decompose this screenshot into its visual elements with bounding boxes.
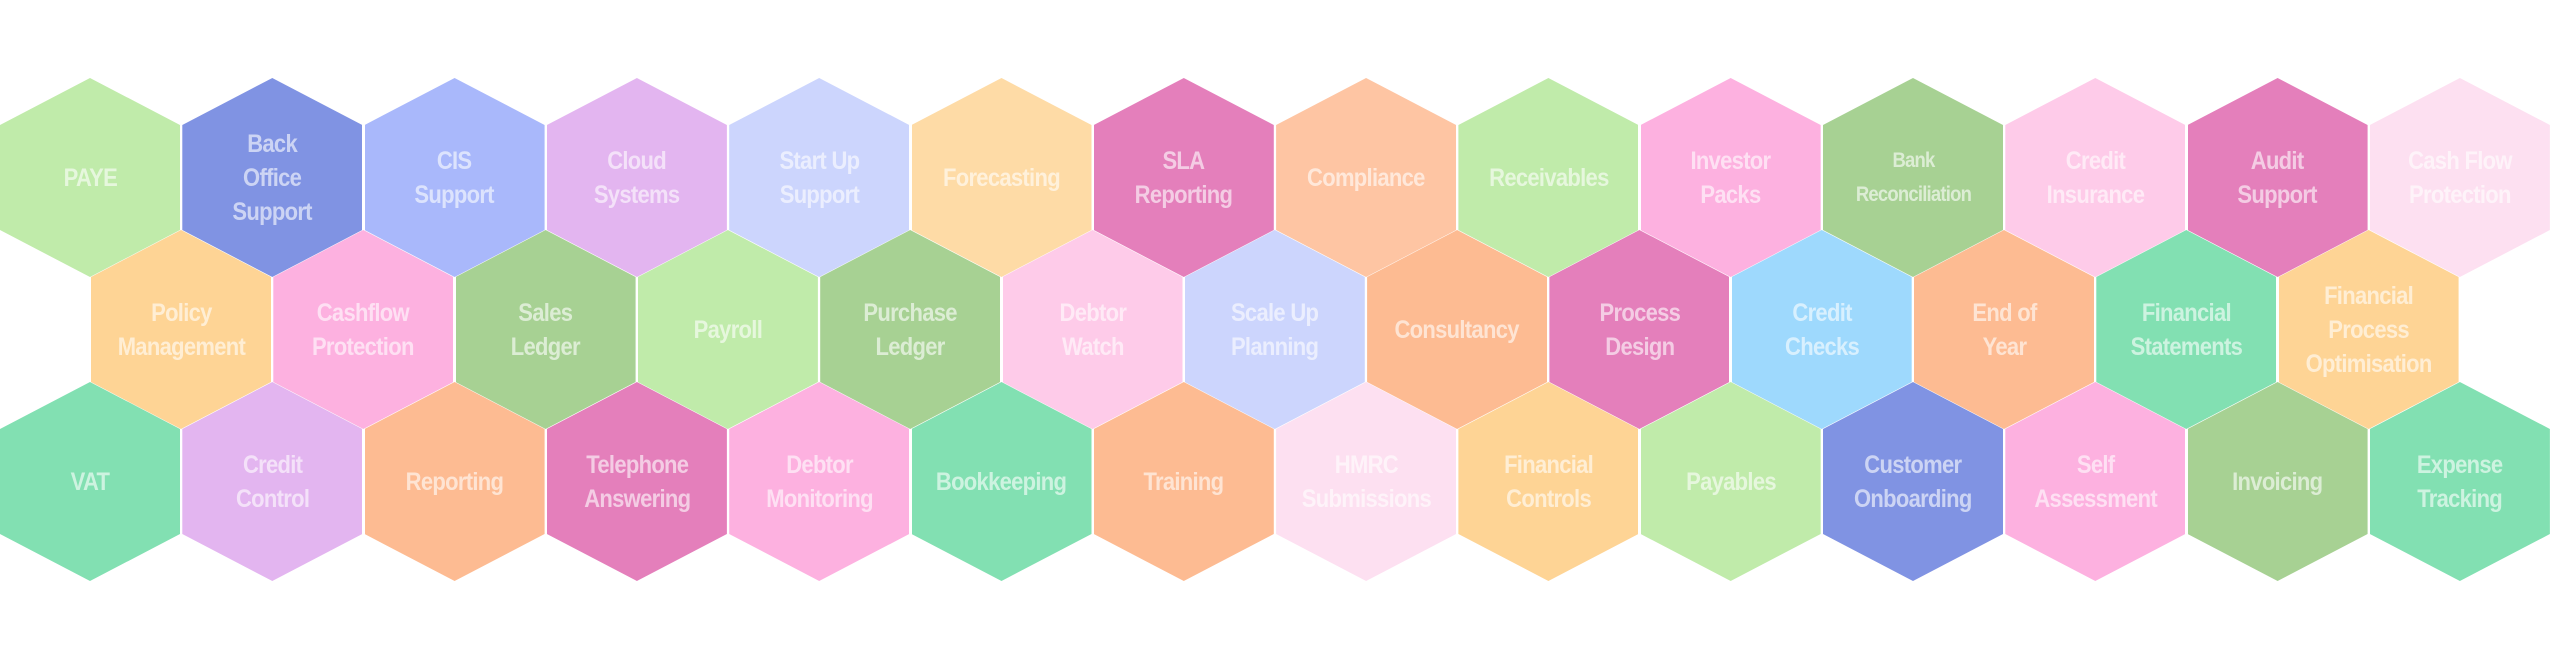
service-hexagon[interactable]: Bookkeeping [911,382,1092,581]
service-label: Financial Process Optimisation [2305,281,2433,378]
service-label: HMRC Submissions [1301,450,1431,513]
service-label: Debtor Watch [1059,298,1126,361]
service-label: CIS Support [414,146,495,209]
service-label: VAT [70,467,110,496]
service-label: Start Up Support [779,146,860,209]
service-label: Policy Management [117,298,245,361]
service-label: Forecasting [943,163,1061,192]
service-label: Audit Support [2237,146,2318,209]
service-hexagon[interactable]: Reporting [364,382,545,581]
service-hexagon[interactable]: Credit Control [182,382,363,581]
service-label: Investor Packs [1690,146,1772,209]
service-hexagon[interactable]: Sales Ledger [455,230,636,429]
service-hexagon[interactable]: Customer Onboarding [1823,382,2003,581]
service-label: Payables [1685,467,1776,496]
service-label: Credit Control [235,450,310,513]
service-hexagon[interactable]: Payroll [637,230,818,429]
service-hexagon[interactable]: SLA Reporting [1093,78,1274,277]
service-label: Process Design [1599,298,1680,361]
service-label: Payroll [693,315,763,344]
service-hexagon[interactable]: Investor Packs [1640,78,1821,277]
service-hexagon[interactable]: Cash Flow Protection [2369,78,2550,277]
service-label: Customer Onboarding [1854,450,1972,513]
service-label: Cloud Systems [594,146,680,209]
service-label: Cash Flow Protection [2408,146,2512,209]
service-label: Debtor Monitoring [765,450,873,513]
service-label: Back Office Support [232,129,313,226]
service-hexagon[interactable]: Scale Up Planning [1184,230,1365,429]
service-hexagon[interactable]: Payables [1640,382,1821,581]
service-hexagon[interactable]: Cashflow Protection [273,230,454,429]
service-hexagon[interactable]: Process Design [1549,230,1730,429]
service-label: Financial Controls [1503,450,1594,513]
service-hexagon[interactable]: CIS Support [364,78,545,277]
service-hexagon[interactable]: Debtor Watch [1002,230,1183,429]
service-label: Bookkeeping [936,467,1067,496]
service-hexagon[interactable]: Start Up Support [729,78,910,277]
service-label: Consultancy [1394,315,1520,344]
service-label: Bank Reconciliation [1855,148,1971,206]
service-label: Telephone Answering [583,450,691,513]
service-hexagon[interactable]: Training [1093,382,1274,581]
service-hexagon[interactable]: Telephone Answering [546,382,727,581]
service-hexagon[interactable]: VAT [0,382,180,581]
service-hexagon[interactable]: Forecasting [911,78,1092,277]
service-hexagon[interactable]: Financial Controls [1458,382,1639,581]
service-hexagon[interactable]: Back Office Support [182,78,363,277]
service-label: Financial Statements [2130,298,2243,361]
service-hexagon[interactable]: Policy Management [91,230,271,429]
service-hexagon[interactable]: Debtor Monitoring [729,382,910,581]
service-label: Training [1143,467,1225,496]
service-hexagon[interactable]: Credit Checks [1731,230,1912,429]
service-label: Invoicing [2232,467,2323,496]
service-hexagon[interactable]: Receivables [1458,78,1639,277]
service-hexagon[interactable]: Compliance [1276,78,1457,277]
service-label: Credit Checks [1784,298,1860,361]
service-hexagon[interactable]: Purchase Ledger [820,230,1001,429]
service-hexagon[interactable]: Cloud Systems [546,78,727,277]
service-hexagon[interactable]: PAYE [0,78,180,277]
service-label: Self Assessment [2033,450,2157,513]
service-hexagon[interactable]: Consultancy [1367,230,1548,429]
service-label: Purchase Ledger [863,298,957,361]
service-label: Sales Ledger [511,298,581,361]
service-label: PAYE [63,163,117,192]
service-label: Reporting [405,467,504,496]
service-label: Receivables [1488,163,1609,192]
service-label: Expense Tracking [2417,450,2503,513]
service-hexagon[interactable]: Financial Statements [2096,230,2277,429]
service-hexagon[interactable]: Financial Process Optimisation [2278,230,2459,429]
service-hexagon[interactable]: Self Assessment [2005,382,2186,581]
service-hexagon[interactable]: Invoicing [2187,382,2368,581]
service-hexagon[interactable]: Audit Support [2187,78,2368,277]
service-label: Compliance [1307,163,1425,192]
service-label: Cashflow Protection [312,298,415,361]
service-hexagon[interactable]: Bank Reconciliation [1823,78,2003,277]
service-hexagon[interactable]: Expense Tracking [2369,382,2550,581]
service-label: SLA Reporting [1135,146,1233,209]
service-label: Scale Up Planning [1231,298,1319,361]
service-hexagon[interactable]: End of Year [1914,230,2094,429]
service-label: End of Year [1971,298,2037,361]
service-label: Credit Insurance [2046,146,2145,209]
service-hexagon[interactable]: HMRC Submissions [1276,382,1457,581]
service-hexagon[interactable]: Credit Insurance [2005,78,2186,277]
